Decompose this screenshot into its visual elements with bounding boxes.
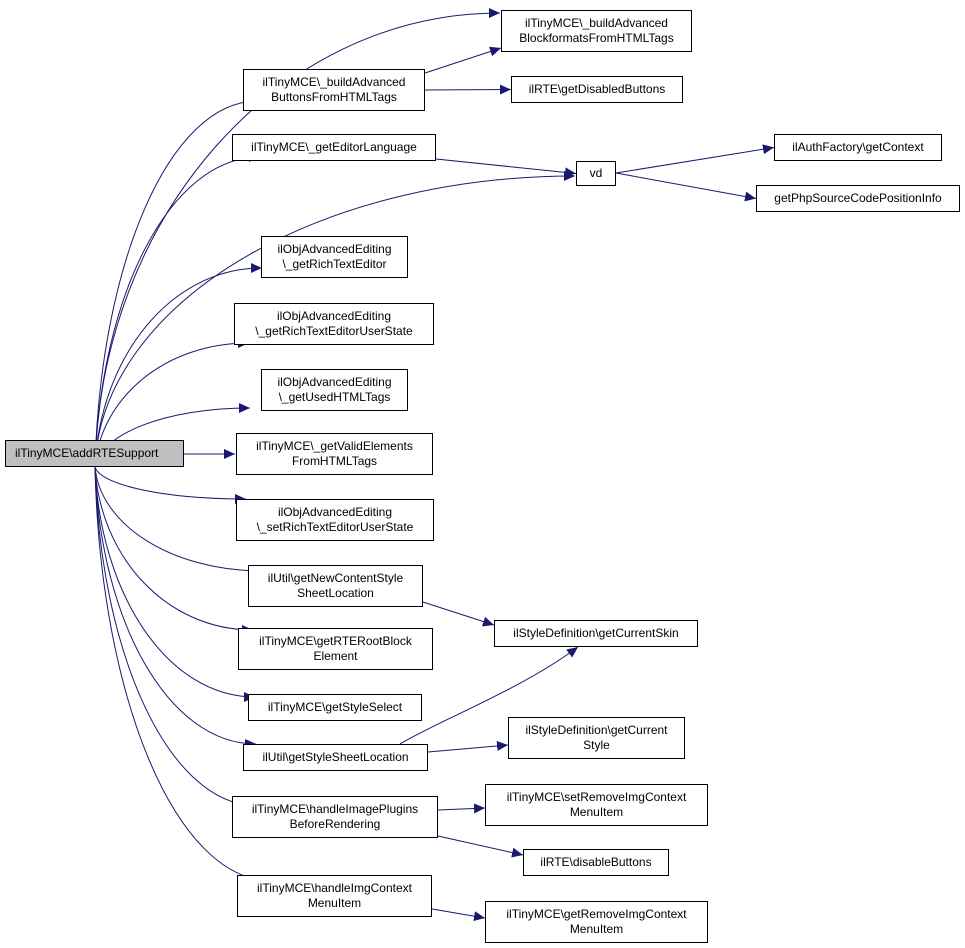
node-get-disabled-buttons[interactable]: ilRTE\getDisabledButtons bbox=[511, 76, 683, 103]
node-label-line: ilTinyMCE\getRTERootBlock bbox=[259, 634, 412, 648]
node-label-line: MenuItem bbox=[569, 922, 624, 936]
node-label-line: BeforeRendering bbox=[289, 817, 381, 831]
node-vd[interactable]: vd bbox=[576, 161, 616, 186]
node-get-used-html-tags[interactable]: ilObjAdvancedEditing \_getUsedHTMLTags bbox=[261, 369, 408, 411]
edge-handleImagePlugins-to-disableButtons bbox=[437, 835, 524, 858]
node-get-style-select[interactable]: ilTinyMCE\getStyleSelect bbox=[248, 694, 422, 721]
node-label-line: ilTinyMCE\getRemoveImgContext bbox=[506, 907, 687, 921]
edge-handleImgContext-to-getRemoveImg bbox=[431, 908, 486, 922]
edge-root-to-getRTERootBlock bbox=[94, 466, 254, 635]
node-label-line: ilStyleDefinition\getCurrent bbox=[525, 723, 668, 737]
node-label-line: getPhpSourceCodePositionInfo bbox=[774, 191, 942, 205]
node-build-advanced-buttons[interactable]: ilTinyMCE\_buildAdvanced ButtonsFromHTML… bbox=[243, 69, 425, 111]
node-get-editor-language[interactable]: ilTinyMCE\_getEditorLanguage bbox=[232, 134, 436, 161]
node-label-line: ilTinyMCE\getStyleSelect bbox=[267, 700, 403, 714]
node-handle-image-plugins-before-rendering[interactable]: ilTinyMCE\handleImagePlugins BeforeRende… bbox=[232, 796, 438, 838]
node-get-style-sheet-location[interactable]: ilUtil\getStyleSheetLocation bbox=[243, 744, 428, 771]
node-handle-img-context-menu-item[interactable]: ilTinyMCE\handleImgContext MenuItem bbox=[237, 875, 432, 917]
node-label-line: FromHTMLTags bbox=[291, 454, 378, 468]
node-label-line: \_setRichTextEditorUserState bbox=[256, 520, 414, 534]
node-label-line: ilTinyMCE\_buildAdvanced bbox=[262, 75, 406, 89]
edge-getNewContentStyle-to-getCurrentSkin bbox=[422, 601, 495, 627]
node-label-line: ilAuthFactory\getContext bbox=[792, 140, 924, 154]
node-label-line: Element bbox=[313, 649, 358, 663]
node-build-advanced-blockformats[interactable]: ilTinyMCE\_buildAdvanced BlockformatsFro… bbox=[501, 10, 692, 52]
node-set-remove-img-context-menu-item[interactable]: ilTinyMCE\setRemoveImgContext MenuItem bbox=[485, 784, 708, 826]
edge-root-to-getNewContentStyle bbox=[94, 466, 264, 576]
edge-root-to-buildBlockformats bbox=[94, 8, 501, 468]
edge-root-to-getRichTextEditor bbox=[94, 263, 263, 468]
edge-vd-to-getPhpSource bbox=[615, 172, 757, 202]
node-root[interactable]: ilTinyMCE\addRTESupport bbox=[5, 440, 184, 467]
node-label-line: ilTinyMCE\_buildAdvanced bbox=[525, 16, 668, 30]
node-set-rich-text-editor-user-state[interactable]: ilObjAdvancedEditing \_setRichTextEditor… bbox=[236, 499, 434, 541]
node-get-php-source-code-position-info[interactable]: getPhpSourceCodePositionInfo bbox=[756, 185, 960, 212]
edge-root-to-vd bbox=[94, 171, 576, 468]
edge-root-to-getStyleSheetLocation bbox=[94, 466, 257, 749]
edge-root-to-setRichTextEditorUserState bbox=[94, 466, 247, 504]
node-label-line: ilObjAdvancedEditing bbox=[276, 309, 392, 323]
node-label-line: \_getRichTextEditorUserState bbox=[255, 324, 413, 338]
edge-root-to-handleImgContext bbox=[94, 466, 273, 886]
edge-vd-to-getContext bbox=[615, 144, 775, 174]
node-get-rich-text-editor-user-state[interactable]: ilObjAdvancedEditing \_getRichTextEditor… bbox=[234, 303, 434, 345]
node-label-line: ilObjAdvancedEditing bbox=[277, 375, 392, 389]
edge-handleImagePlugins-to-setRemoveImg bbox=[437, 803, 486, 814]
node-get-rich-text-editor[interactable]: ilObjAdvancedEditing \_getRichTextEditor bbox=[261, 236, 408, 278]
node-label-line: ilTinyMCE\_getEditorLanguage bbox=[251, 140, 417, 154]
node-label-line: ilObjAdvancedEditing bbox=[277, 242, 392, 256]
node-label-line: ilUtil\getNewContentStyle bbox=[267, 571, 404, 585]
edge-root-to-buildButtons bbox=[94, 96, 259, 468]
node-label-line: vd bbox=[589, 166, 603, 180]
node-label-line: ilTinyMCE\handleImgContext bbox=[257, 881, 412, 895]
node-rte-disable-buttons[interactable]: ilRTE\disableButtons bbox=[523, 849, 669, 876]
node-label-line: ilObjAdvancedEditing bbox=[277, 505, 393, 519]
edge-getStyleSheetLocation-to-getCurrentStyle bbox=[427, 740, 509, 753]
node-label-line: \_getUsedHTMLTags bbox=[278, 390, 391, 404]
node-auth-factory-get-context[interactable]: ilAuthFactory\getContext bbox=[774, 134, 942, 161]
node-style-definition-get-current-style[interactable]: ilStyleDefinition\getCurrent Style bbox=[508, 717, 685, 759]
edge-getStyleSheetLocation-to-getCurrentSkin bbox=[399, 646, 579, 745]
node-label-line: ilRTE\getDisabledButtons bbox=[528, 82, 666, 96]
edge-root-to-getEditorLanguage bbox=[94, 152, 261, 468]
node-label-line: ilTinyMCE\handleImagePlugins bbox=[251, 802, 419, 816]
node-label-line: \_getRichTextEditor bbox=[282, 257, 387, 271]
node-label-line: Style bbox=[583, 738, 610, 752]
node-label-line: ilUtil\getStyleSheetLocation bbox=[262, 750, 409, 764]
edge-buildButtons-to-buildBlockformats bbox=[424, 46, 502, 74]
node-get-rte-root-block-element[interactable]: ilTinyMCE\getRTERootBlock Element bbox=[238, 628, 433, 670]
edge-root-to-getStyleSelect bbox=[94, 466, 256, 702]
node-label-line: SheetLocation bbox=[297, 586, 374, 600]
node-label-line: MenuItem bbox=[569, 805, 624, 819]
node-label-line: ilRTE\disableButtons bbox=[540, 855, 652, 869]
node-label-line: ilTinyMCE\setRemoveImgContext bbox=[506, 790, 687, 804]
node-get-new-content-style-sheet-location[interactable]: ilUtil\getNewContentStyle SheetLocation bbox=[248, 565, 423, 607]
edge-buildButtons-to-getDisabledButtons bbox=[424, 84, 512, 95]
node-get-valid-elements[interactable]: ilTinyMCE\_getValidElements FromHTMLTags bbox=[236, 433, 433, 475]
node-label-line: BlockformatsFromHTMLTags bbox=[519, 31, 674, 45]
node-style-definition-get-current-skin[interactable]: ilStyleDefinition\getCurrentSkin bbox=[494, 620, 698, 647]
node-label-line: MenuItem bbox=[307, 896, 362, 910]
node-label-line: ilStyleDefinition\getCurrentSkin bbox=[513, 626, 679, 640]
node-get-remove-img-context-menu-item[interactable]: ilTinyMCE\getRemoveImgContext MenuItem bbox=[485, 901, 708, 943]
node-label-line: ButtonsFromHTMLTags bbox=[271, 90, 397, 104]
node-label-line: ilTinyMCE\_getValidElements bbox=[256, 439, 413, 453]
node-label-line: ilTinyMCE\addRTESupport bbox=[15, 446, 159, 460]
edge-getEditorLanguage-to-vd bbox=[435, 158, 577, 178]
edge-root-to-handleImagePlugins bbox=[94, 466, 259, 811]
